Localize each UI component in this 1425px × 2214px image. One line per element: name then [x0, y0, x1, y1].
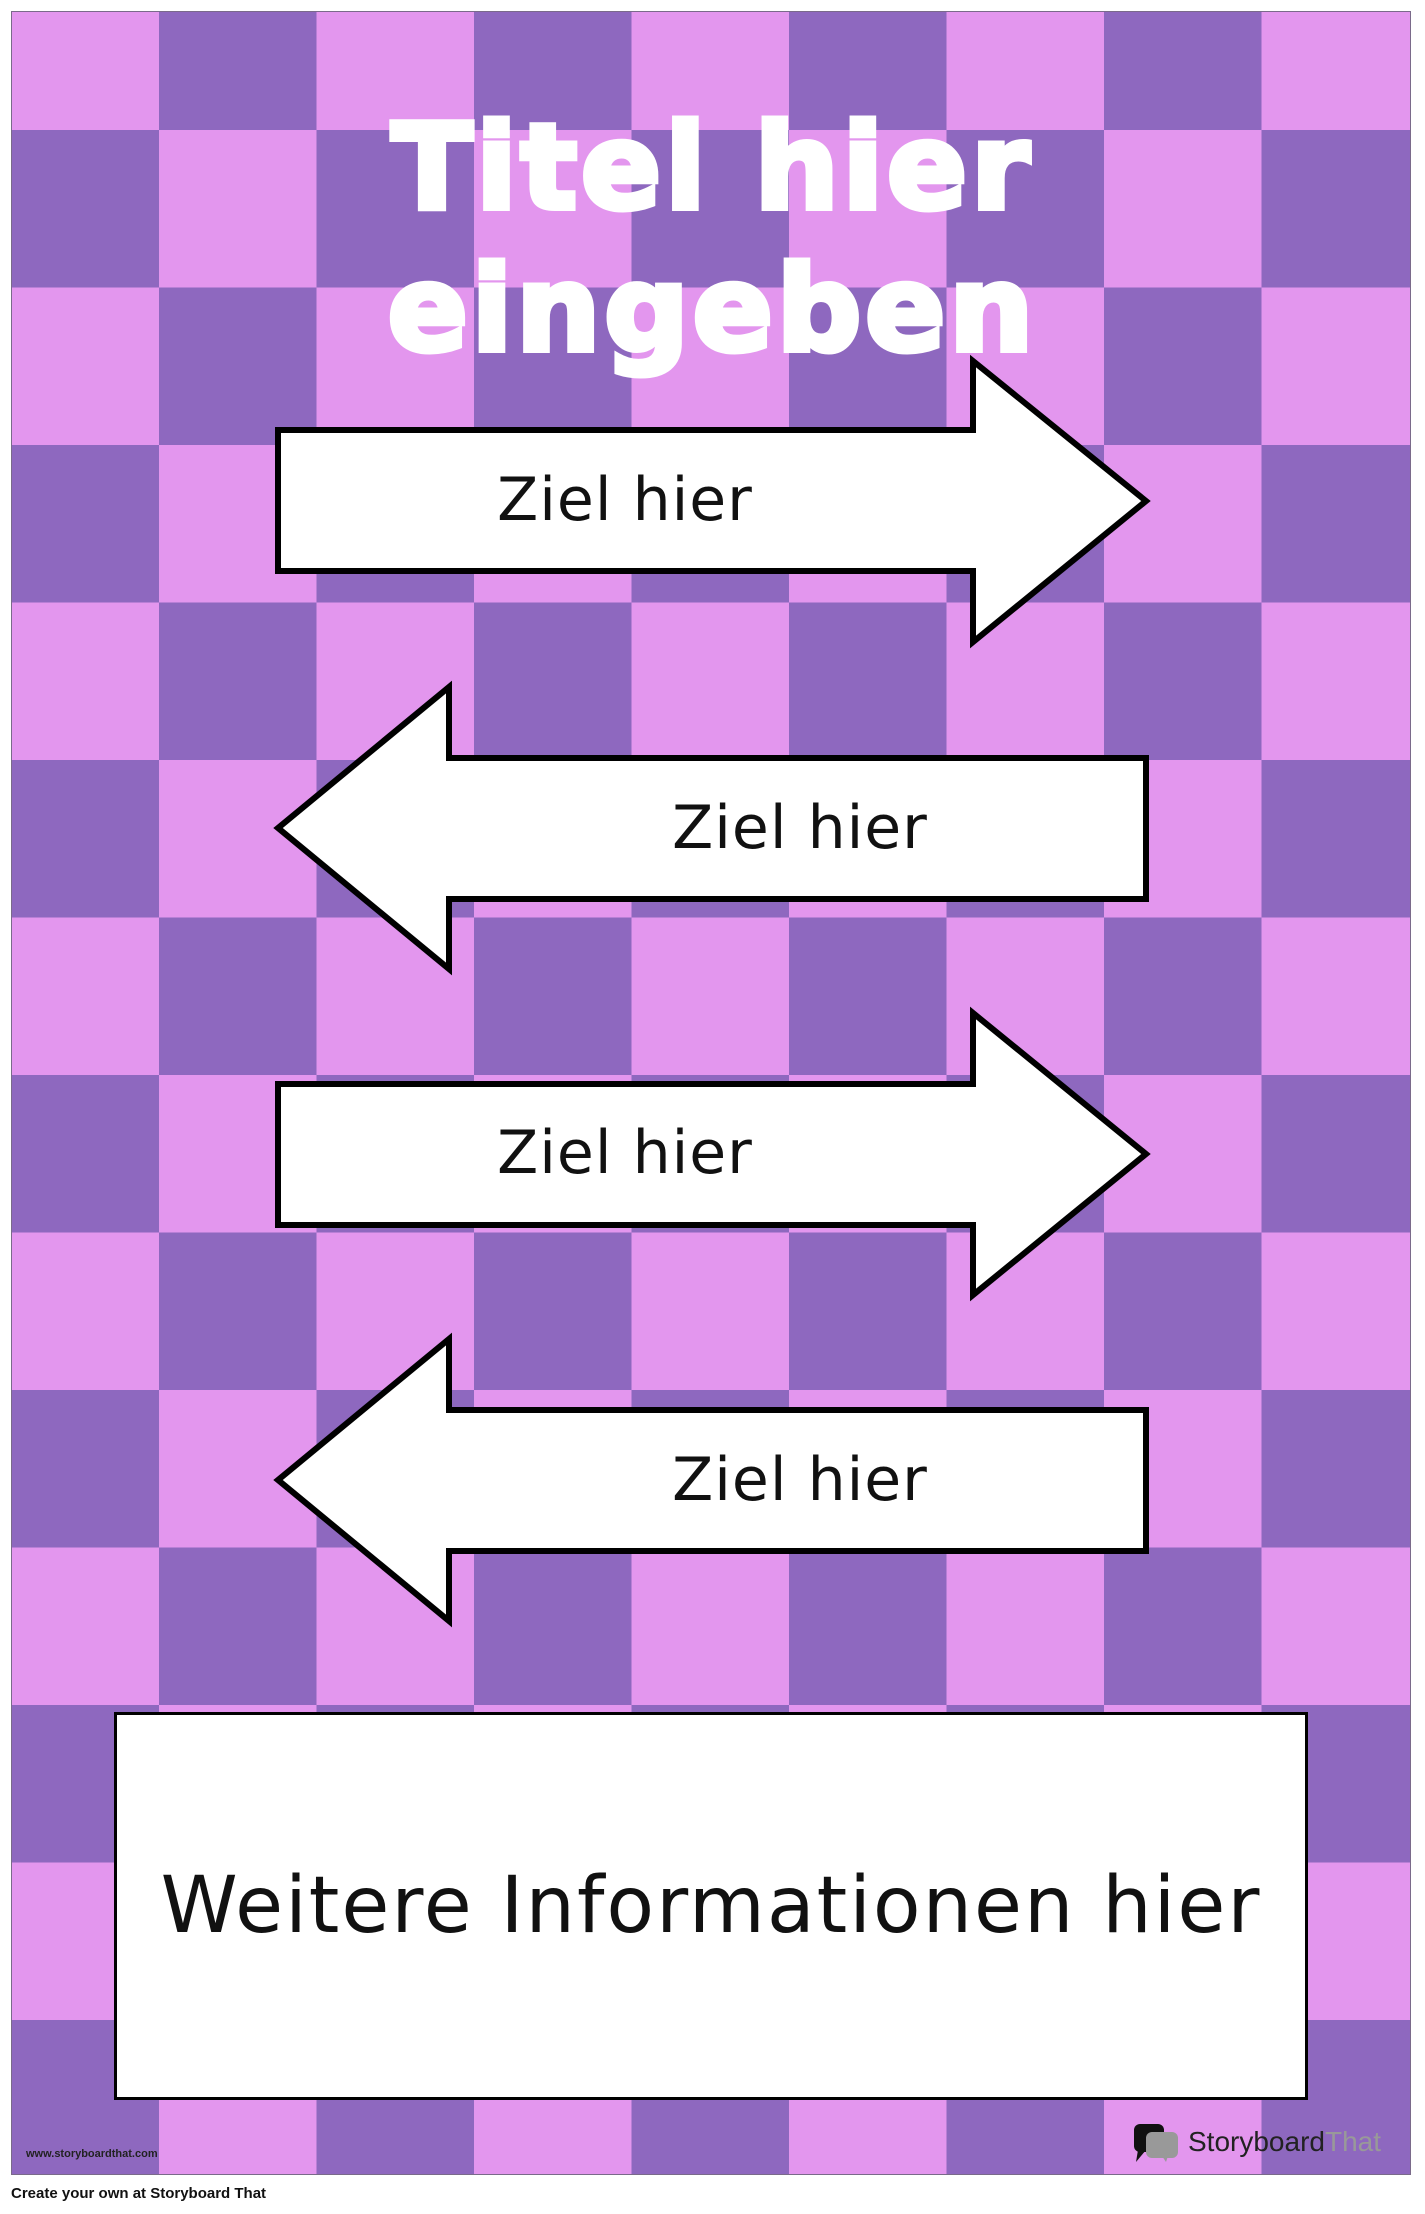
arrow-label-1: Ziel hier — [497, 465, 753, 535]
storyboardthat-logo: StoryboardThat — [1132, 2122, 1381, 2162]
logo-text-storyboard: Storyboard — [1188, 2126, 1325, 2157]
arrow-label-2: Ziel hier — [672, 793, 928, 863]
poster-title-line2: eingeben — [385, 240, 1038, 378]
arrow-right-1 — [275, 354, 1151, 649]
footer-url: www.storyboardthat.com — [26, 2148, 158, 2160]
arrow-right-3 — [275, 1006, 1151, 1302]
arrow-left-4 — [273, 1332, 1149, 1628]
arrow-label-4: Ziel hier — [672, 1445, 928, 1515]
arrow-left-2 — [273, 680, 1149, 976]
info-box: Weitere Informationen hier — [114, 1712, 1308, 2100]
logo-text-that: That — [1324, 2126, 1381, 2157]
poster-title-line1: Titel hier — [389, 98, 1034, 236]
arrow-label-3: Ziel hier — [497, 1118, 753, 1188]
info-text: Weitere Informationen hier — [160, 1861, 1262, 1951]
speech-bubbles-icon — [1134, 2124, 1178, 2162]
credit-link[interactable]: Create your own at Storyboard That — [11, 2185, 267, 2202]
